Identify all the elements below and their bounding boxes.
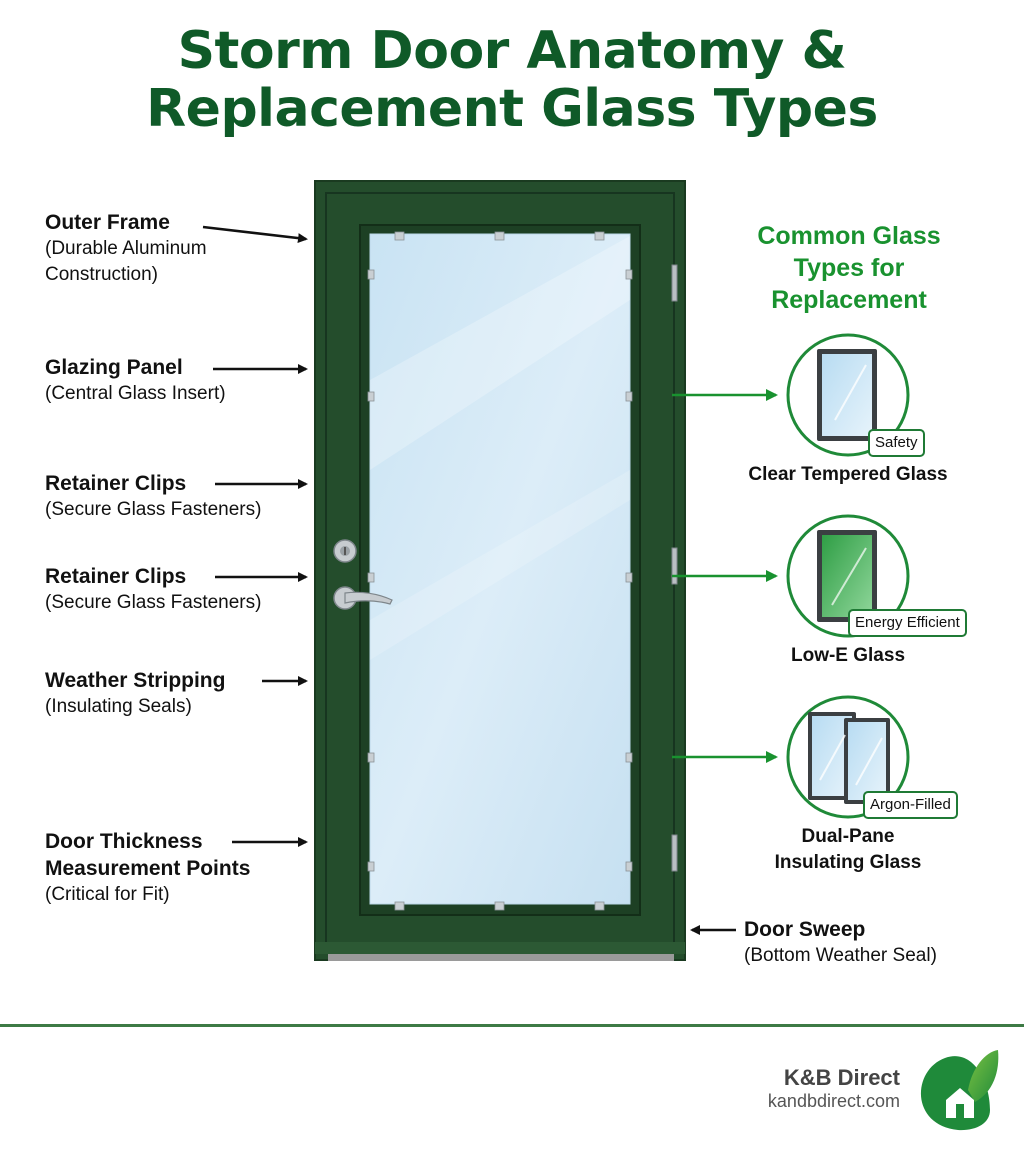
callout-retainer-clips: Retainer Clips (Secure Glass Fasteners) [45,471,315,523]
door-sweep [328,954,674,961]
single-pane-green-icon [786,514,910,638]
glass-type-name: Clear Tempered Glass [748,464,948,485]
callout-desc: (Bottom Weather Seal) [744,945,937,966]
callout-name: Door Sweep [744,918,866,941]
retainer-clips [367,231,633,911]
callout-name: Door Thickness Measurement Points [45,830,251,880]
callout-desc: (Durable Aluminum Construction) [45,238,207,285]
single-pane-clear-icon [786,333,910,457]
callout-weather-stripping: Weather Stripping (Insulating Seals) [45,668,315,720]
footer-divider [0,1024,1024,1027]
dual-pane-icon [786,695,910,819]
callout-name: Weather Stripping [45,669,226,692]
badge-energy-efficient: Energy Efficient [848,609,967,637]
callout-desc: (Central Glass Insert) [45,383,226,404]
brand-url: kandbdirect.com [767,1091,900,1111]
door-hinges [671,264,678,872]
glass-type-arrows [672,389,778,763]
callout-arrows [202,225,736,935]
glass-type-name-text: Dual-Pane Insulating Glass [774,826,922,873]
arrow-outer-frame [202,225,308,244]
door-lock [333,539,357,563]
callout-desc: (Critical for Fit) [45,884,170,905]
door-handle [333,586,393,610]
callout-name: Retainer Clips [45,472,187,495]
badge-argon-filled: Argon-Filled [863,791,958,819]
callout-door-sweep: Door Sweep (Bottom Weather Seal) [744,916,1004,969]
storm-door [314,180,686,961]
glass-type-name: Dual-Pane Insulating Glass [718,824,978,876]
callout-outer-frame: Outer Frame (Durable Aluminum Constructi… [45,210,315,288]
glass-types-title: Common Glass Types for Replacement [757,222,941,314]
callout-retainer-clips-2: Retainer Clips (Secure Glass Fasteners) [45,564,315,616]
callout-desc: (Insulating Seals) [45,696,192,717]
glass-type-name: Low-E Glass [790,645,906,666]
callout-name: Glazing Panel [45,356,183,379]
badge-safety: Safety [868,429,925,457]
callout-desc: (Secure Glass Fasteners) [45,592,262,613]
callout-door-thickness: Door Thickness Measurement Points (Criti… [45,828,295,908]
glazing-panel [369,233,631,905]
bottom-rail [315,942,685,954]
callout-desc: (Secure Glass Fasteners) [45,499,262,520]
callout-name: Retainer Clips [45,565,187,588]
callout-name: Outer Frame [45,211,170,234]
leaf-house-logo [920,1050,999,1131]
page-title: Storm Door Anatomy & Replacement Glass T… [146,21,878,139]
callout-glazing-panel: Glazing Panel (Central Glass Insert) [45,355,315,407]
brand-name: K&B Direct [783,1065,900,1090]
